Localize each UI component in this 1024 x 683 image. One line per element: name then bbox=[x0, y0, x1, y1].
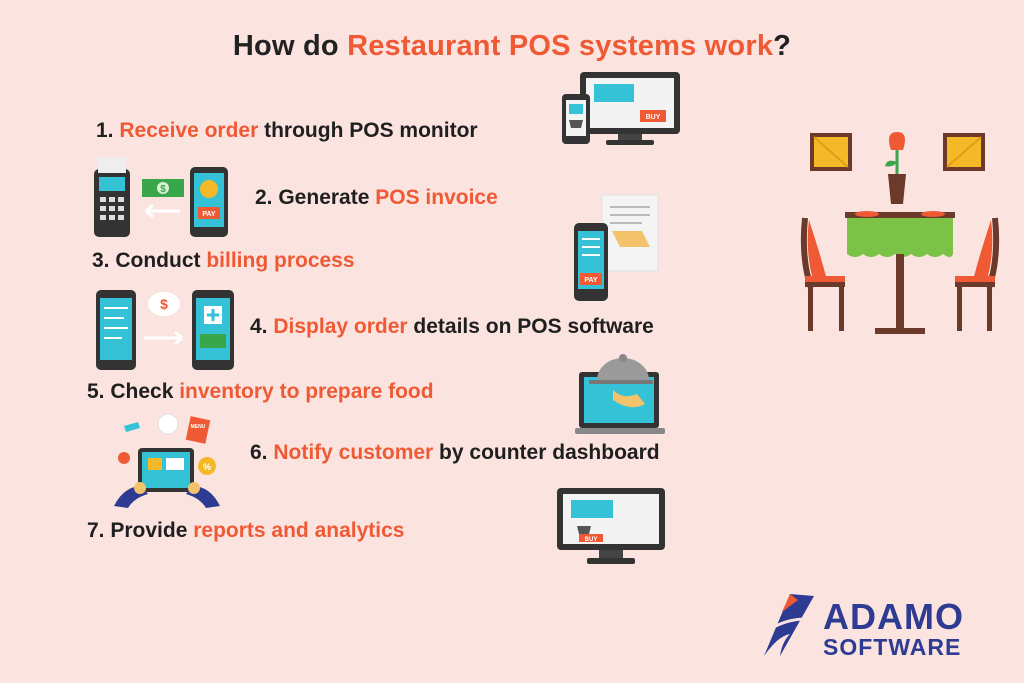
chat-dollar-sign: $ bbox=[160, 296, 168, 312]
step-1-pre: 1. bbox=[96, 119, 120, 142]
buy-label: BUY bbox=[646, 114, 661, 121]
step-3-pre: 3. Conduct bbox=[92, 249, 207, 272]
step-4: 4. Display order details on POS software bbox=[250, 315, 654, 339]
logo-line2: SOFTWARE bbox=[823, 634, 962, 660]
step-6-pre: 6. bbox=[250, 441, 274, 464]
title-post: ? bbox=[773, 30, 792, 62]
step-1-highlight: Receive order bbox=[119, 119, 259, 142]
title-highlight: Restaurant POS systems work bbox=[347, 30, 774, 62]
pay-label: PAY bbox=[202, 211, 216, 218]
cash-dollar-sign: $ bbox=[160, 184, 166, 195]
step-1: 1. Receive order through POS monitor bbox=[96, 119, 478, 143]
step-7: 7. Provide reports and analytics bbox=[87, 519, 404, 543]
inventory-laptop-icon bbox=[575, 354, 665, 434]
step-3: 3. Conduct billing process bbox=[92, 249, 355, 273]
menu-label: MENU bbox=[191, 424, 206, 430]
order-display-phones-icon: $ bbox=[96, 290, 234, 370]
percent-badge: % bbox=[203, 462, 211, 472]
step-5: 5. Check inventory to prepare food bbox=[87, 380, 434, 404]
step-3-highlight: billing process bbox=[206, 249, 355, 272]
page-title: How do Restaurant POS systems work? bbox=[0, 30, 1024, 63]
step-5-pre: 5. Check bbox=[87, 380, 180, 403]
reports-monitor-icon: BUY bbox=[557, 488, 665, 564]
step-1-post: through POS monitor bbox=[258, 119, 478, 142]
title-pre: How do bbox=[232, 30, 348, 62]
pay-label-2: PAY bbox=[584, 277, 598, 284]
step-6-highlight: Notify customer bbox=[273, 441, 434, 464]
notify-tablet-icon: MENU % bbox=[114, 413, 220, 508]
step-4-post: details on POS software bbox=[407, 315, 654, 338]
step-7-pre: 7. Provide bbox=[87, 519, 194, 542]
billing-receipt-icon: PAY bbox=[574, 194, 659, 301]
step-7-highlight: reports and analytics bbox=[193, 519, 405, 542]
pos-monitor-icon: BUY bbox=[562, 72, 680, 145]
step-2: 2. Generate POS invoice bbox=[255, 186, 498, 210]
step-6: 6. Notify customer by counter dashboard bbox=[250, 441, 660, 465]
logo-line1: ADAMO bbox=[823, 596, 964, 637]
buy-label-2: BUY bbox=[585, 537, 598, 543]
step-5-highlight: inventory to prepare food bbox=[179, 380, 434, 403]
adamo-logo-icon bbox=[764, 594, 815, 656]
step-4-pre: 4. bbox=[250, 315, 274, 338]
step-2-pre: 2. Generate bbox=[255, 186, 376, 209]
step-6-post: by counter dashboard bbox=[433, 441, 660, 464]
payment-terminal-icon: $ PAY bbox=[94, 157, 228, 237]
restaurant-table-illustration bbox=[800, 132, 1000, 334]
step-4-highlight: Display order bbox=[273, 315, 408, 338]
step-2-highlight: POS invoice bbox=[375, 186, 498, 209]
